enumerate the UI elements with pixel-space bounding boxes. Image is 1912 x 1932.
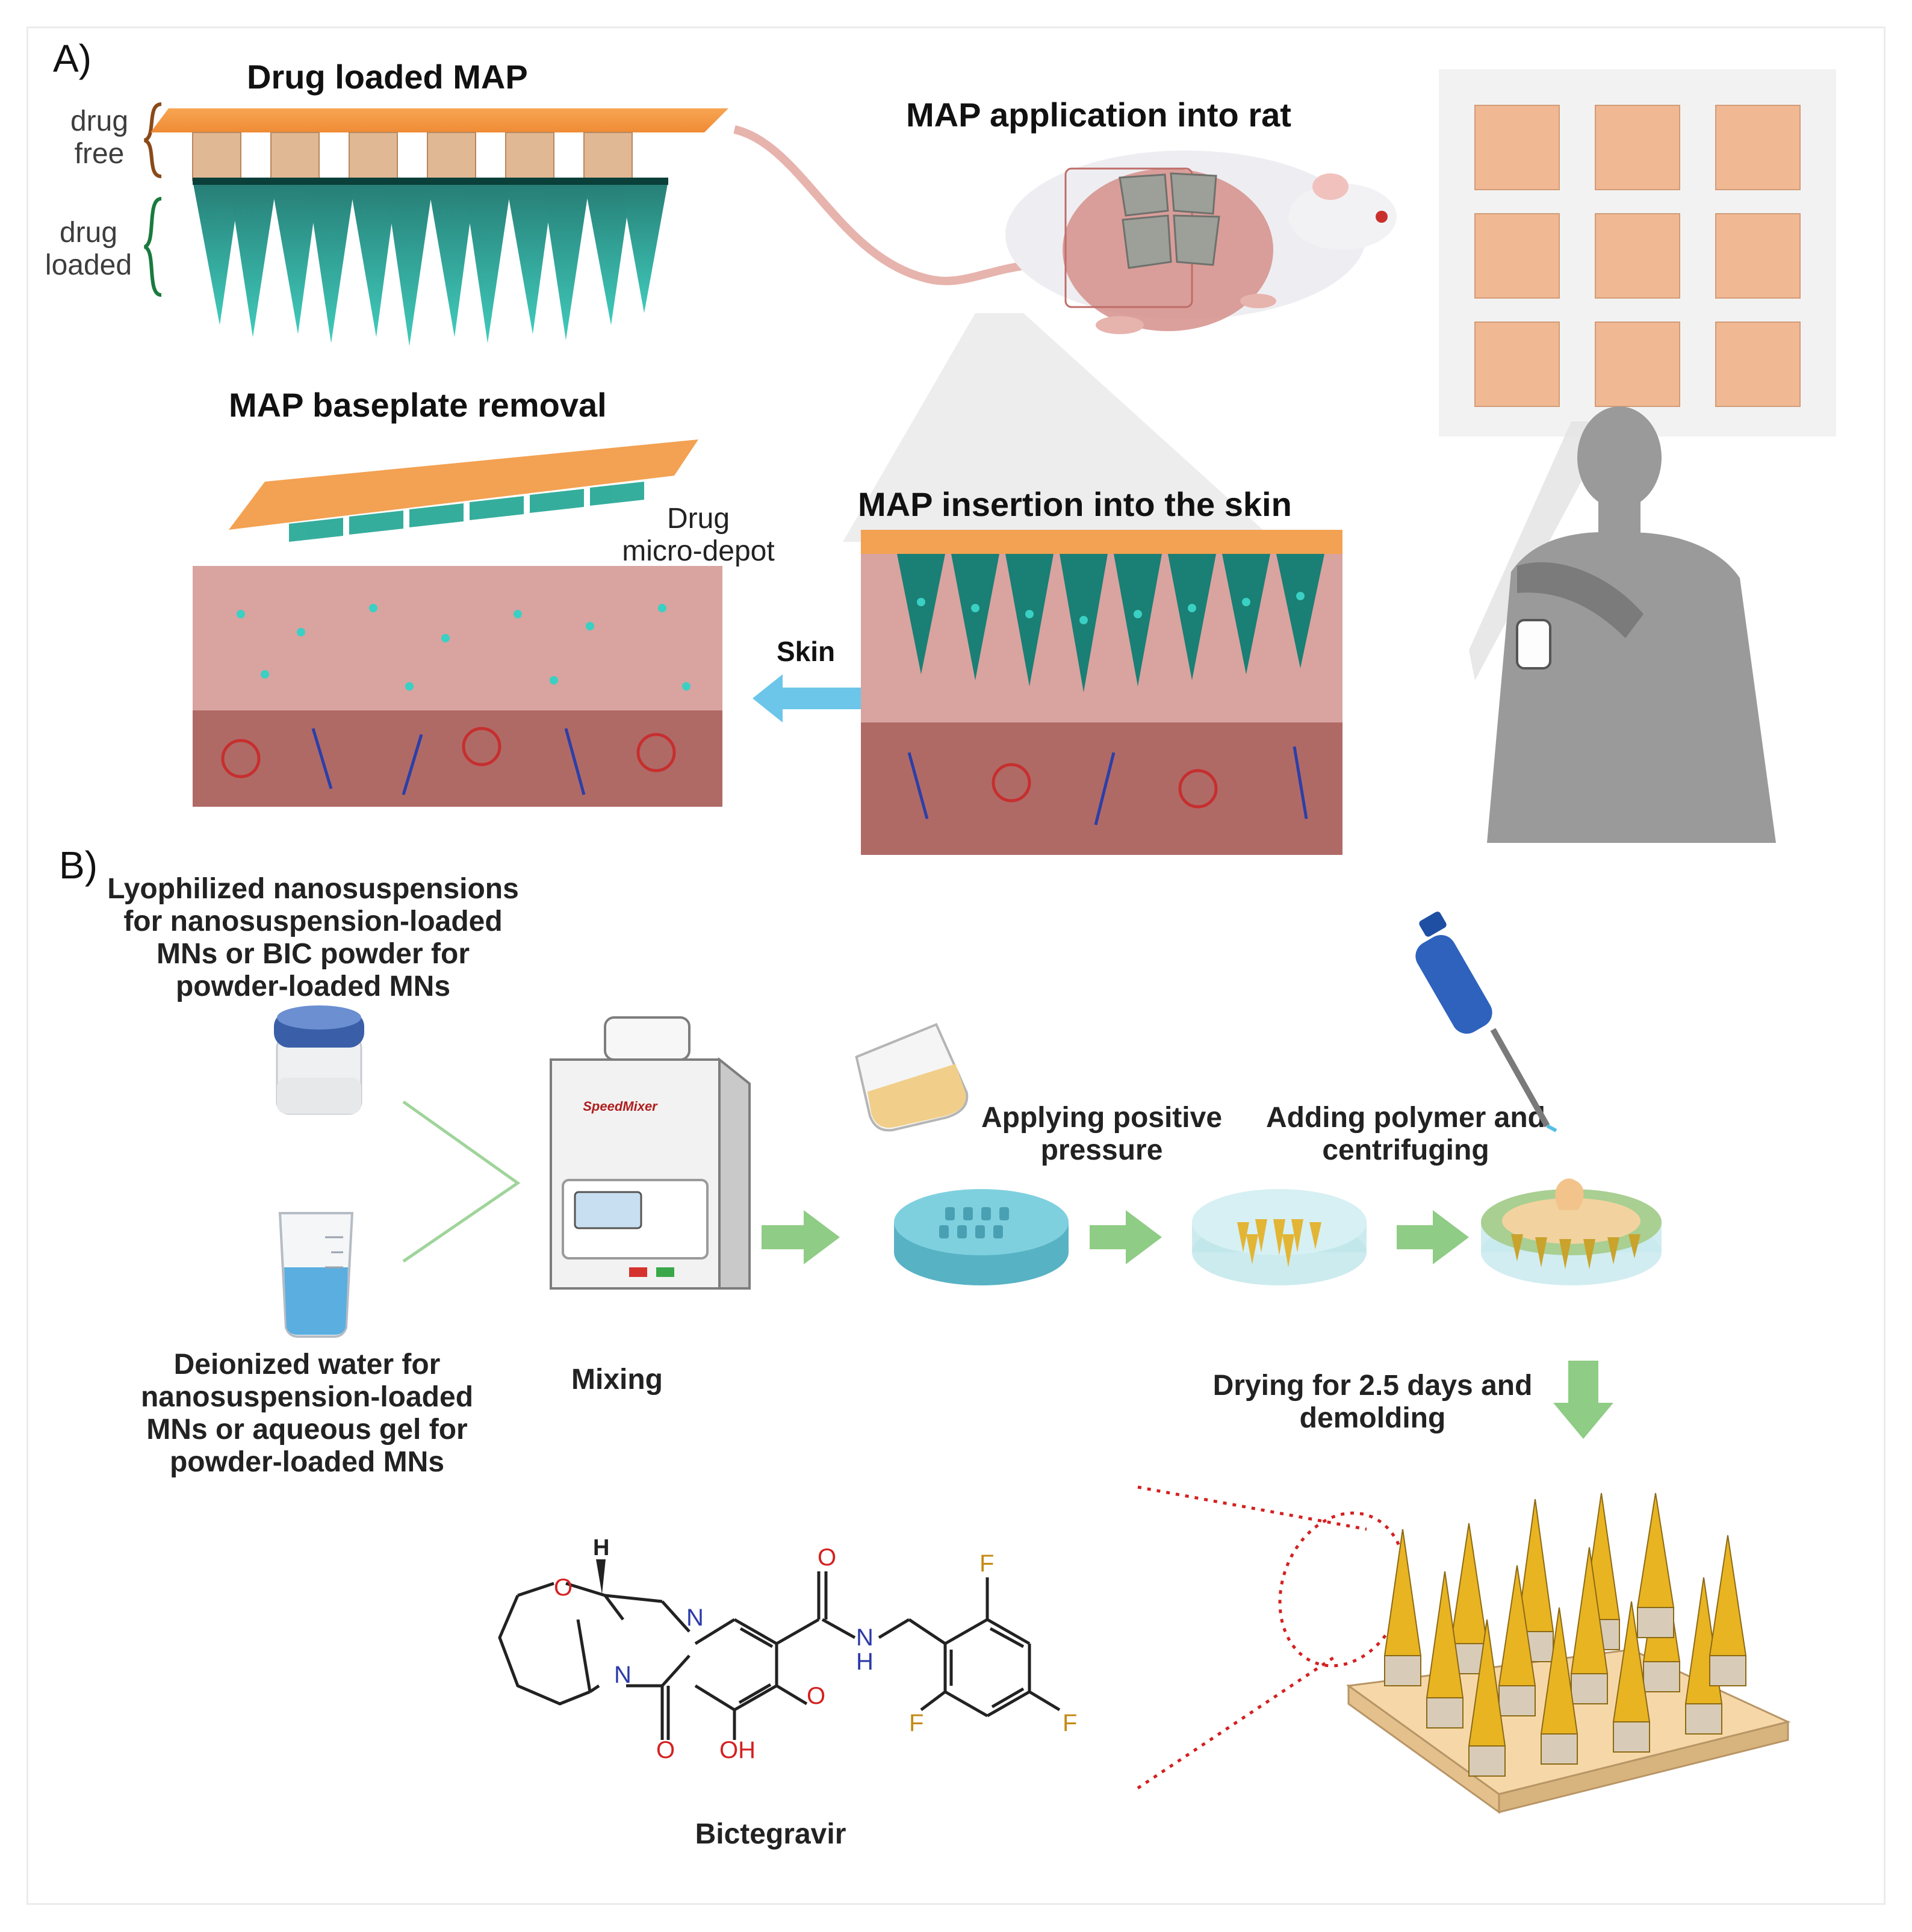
lyophilized-line3: MNs or BIC powder for bbox=[156, 938, 470, 970]
drug-depot-line1: Drug bbox=[666, 503, 730, 535]
insertion-illustration bbox=[861, 530, 1342, 855]
atom-o-carbonyl-2: O bbox=[807, 1683, 826, 1709]
atom-nh-n: N bbox=[856, 1624, 874, 1651]
deionized-line1: Deionized water for bbox=[173, 1349, 441, 1381]
atom-nh-h: H bbox=[856, 1648, 874, 1675]
baseplate-removal-title: MAP baseplate removal bbox=[229, 386, 607, 424]
atom-f-left: F bbox=[909, 1710, 924, 1736]
arrow-right-2 bbox=[1090, 1210, 1162, 1264]
deionized-line2: nanosuspension-loaded bbox=[140, 1381, 474, 1413]
speedmixer-brand: SpeedMixer bbox=[583, 1099, 657, 1114]
drying-label: Drying for 2.5 days and demolding bbox=[1204, 1370, 1541, 1435]
atom-nh: N H bbox=[856, 1626, 874, 1674]
deionized-line3: MNs or aqueous gel for bbox=[146, 1414, 468, 1446]
arrow-down bbox=[1553, 1361, 1613, 1439]
drug-loaded-map-title: Drug loaded MAP bbox=[247, 58, 528, 96]
atom-h: H bbox=[593, 1535, 610, 1561]
drug-loaded-line1: drug bbox=[59, 217, 118, 249]
atom-o-carbonyl-1: O bbox=[656, 1737, 675, 1763]
drug-free-brace bbox=[143, 102, 162, 178]
skin-label: Skin bbox=[777, 636, 836, 667]
drying-line1: Drying for 2.5 days and bbox=[1212, 1370, 1533, 1402]
positive-pressure-line1: Applying positive bbox=[981, 1102, 1223, 1134]
arrow-right-1 bbox=[762, 1210, 840, 1264]
bictegravir-label: Bictegravir bbox=[695, 1818, 846, 1850]
speedmixer-device bbox=[550, 1016, 751, 1290]
mixing-join-lines bbox=[402, 1100, 521, 1263]
positive-pressure-line2: pressure bbox=[1040, 1134, 1163, 1166]
panel-a-label: A) bbox=[53, 37, 92, 80]
lyophilized-line1: Lyophilized nanosuspensions bbox=[107, 873, 519, 905]
polymer-cup-icon bbox=[855, 1023, 969, 1132]
bictegravir-structure bbox=[498, 1559, 1061, 1740]
powder-jar-icon bbox=[274, 1005, 364, 1115]
pipette-icon bbox=[1415, 912, 1557, 1132]
atom-n-2: N bbox=[686, 1604, 704, 1631]
rat-illustration bbox=[733, 125, 1397, 334]
drying-line2: demolding bbox=[1299, 1402, 1446, 1434]
drug-free-label: drug free bbox=[60, 105, 138, 170]
zoom-cone bbox=[843, 313, 1276, 542]
atom-o-amide: O bbox=[818, 1544, 837, 1571]
human-silhouette bbox=[1469, 406, 1776, 843]
atom-n-1: N bbox=[614, 1662, 632, 1688]
deionized-label: Deionized water for nanosuspension-loade… bbox=[114, 1349, 500, 1479]
drug-loaded-map-illustration bbox=[151, 108, 728, 346]
atom-f-right: F bbox=[1063, 1710, 1078, 1736]
skin-arrow bbox=[753, 674, 861, 722]
insertion-title: MAP insertion into the skin bbox=[858, 485, 1292, 523]
positive-pressure-label: Applying positive pressure bbox=[963, 1102, 1240, 1167]
mold-centrifuged-illustration bbox=[1481, 1178, 1662, 1285]
patch-grid-illustration bbox=[1439, 69, 1836, 436]
atom-oh: OH bbox=[719, 1737, 756, 1763]
mold-filled-illustration bbox=[1192, 1189, 1367, 1285]
lyophilized-line2: for nanosuspension-loaded bbox=[123, 905, 503, 937]
water-beaker-icon bbox=[278, 1212, 354, 1338]
arrow-right-3 bbox=[1397, 1210, 1469, 1264]
mixing-label: Mixing bbox=[571, 1364, 663, 1396]
drug-micro-depot-label: Drug micro-depot bbox=[596, 503, 801, 568]
baseplate-removal-illustration bbox=[193, 440, 722, 807]
drug-depot-line2: micro-depot bbox=[622, 535, 775, 567]
adding-polymer-line2: centrifuging bbox=[1322, 1134, 1489, 1166]
drug-loaded-line2: loaded bbox=[45, 249, 132, 281]
adding-polymer-line1: Adding polymer and bbox=[1265, 1102, 1545, 1134]
drug-free-line2: free bbox=[74, 138, 125, 170]
adding-polymer-label: Adding polymer and centrifuging bbox=[1240, 1102, 1571, 1167]
atom-f-top: F bbox=[979, 1550, 995, 1577]
drug-loaded-label: drug loaded bbox=[37, 217, 140, 282]
map-application-title: MAP application into rat bbox=[906, 96, 1291, 134]
atom-o-ring: O bbox=[554, 1574, 573, 1601]
panel-b-label: B) bbox=[59, 843, 98, 887]
drug-free-line1: drug bbox=[70, 105, 129, 137]
mold-blue-illustration bbox=[894, 1189, 1069, 1285]
drug-loaded-brace bbox=[143, 197, 162, 297]
deionized-line4: powder-loaded MNs bbox=[169, 1446, 445, 1478]
figure-frame bbox=[26, 26, 1886, 1905]
lyophilized-line4: powder-loaded MNs bbox=[175, 971, 451, 1002]
microneedle-array bbox=[1346, 1492, 1791, 1814]
lyophilized-label: Lyophilized nanosuspensions for nanosusp… bbox=[84, 873, 542, 1003]
